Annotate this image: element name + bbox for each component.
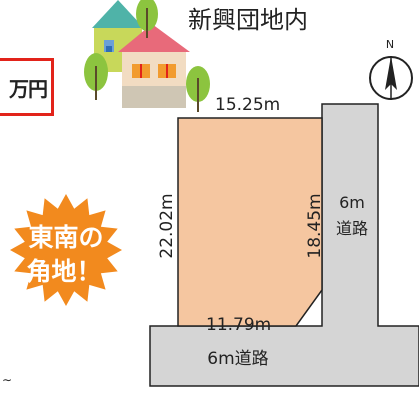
east-road-width: 6m xyxy=(339,193,365,212)
lot-bottom-width: 11.79m xyxy=(206,315,271,335)
tree-icon xyxy=(136,0,158,38)
lot-right-depth: 18.45m xyxy=(305,193,325,258)
lot-parcel xyxy=(177,117,323,327)
badge-line2: 角地！ xyxy=(26,257,101,286)
compass-icon: N xyxy=(369,38,413,100)
house-illustration xyxy=(92,0,190,108)
south-road-label: 6m道路 xyxy=(207,349,268,369)
corner-lot-badge: 東南の 角地！ xyxy=(10,194,122,306)
footnote-mark: ∼ xyxy=(2,373,12,387)
lot-left-depth: 22.02m xyxy=(157,193,177,258)
compass-north-label: N xyxy=(386,38,394,51)
tree-icon xyxy=(84,53,108,100)
badge-line1: 東南の xyxy=(28,223,103,252)
lot-top-width: 15.25m xyxy=(215,95,280,115)
page-title: 新興団地内 xyxy=(188,6,308,34)
east-road-label: 道路 xyxy=(336,219,368,238)
price-unit: 万円 xyxy=(9,76,48,101)
tree-icon xyxy=(186,66,210,112)
price-box: 万円 xyxy=(0,58,54,116)
